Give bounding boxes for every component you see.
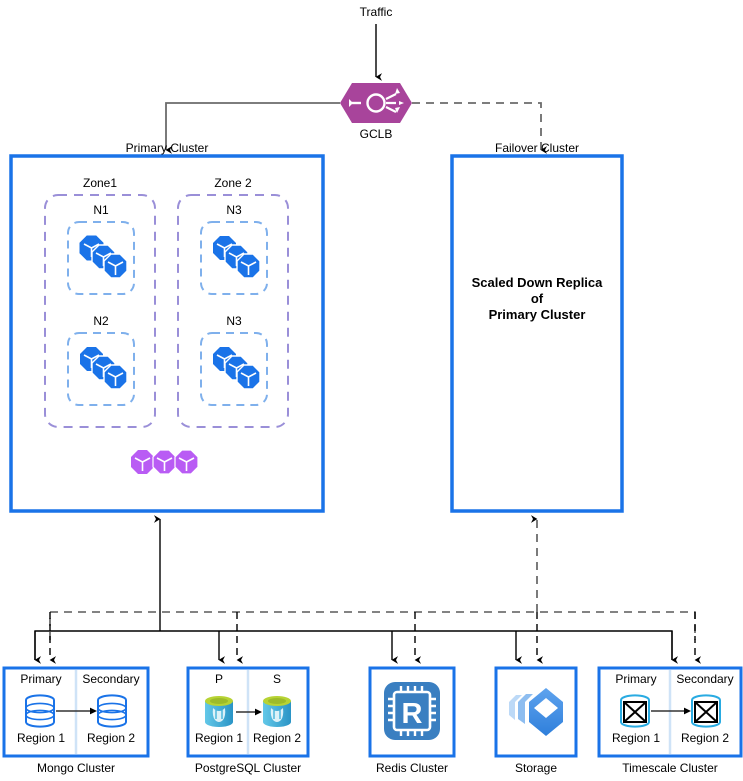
- failover-body-line1: Scaled Down Replica: [471, 275, 603, 290]
- mongo-secondary-role: Secondary: [82, 672, 140, 686]
- timescale-secondary-role: Secondary: [676, 672, 734, 686]
- gclb-label: GCLB: [359, 127, 393, 141]
- postgres-primary-region: Region 1: [194, 731, 244, 745]
- postgres-secondary-region: Region 2: [252, 731, 302, 745]
- redis-cluster-caption: Redis Cluster: [375, 761, 449, 775]
- timescale-secondary-region: Region 2: [680, 731, 730, 745]
- gclb-to-failover-link: [412, 102, 548, 154]
- node-box-n2: [67, 332, 135, 406]
- failover-body-line3: Primary Cluster: [488, 307, 586, 322]
- zone2-label: Zone 2: [214, 176, 252, 190]
- mongo-repl-head: [90, 707, 97, 715]
- mongodb-icon-secondary: [97, 694, 127, 728]
- zone1-label: Zone1: [82, 176, 118, 190]
- timescale-primary-region: Region 1: [611, 731, 661, 745]
- traffic-label: Traffic: [359, 5, 393, 19]
- storage-caption: Storage: [514, 761, 558, 775]
- mongodb-icon-primary: [25, 694, 55, 728]
- node-box-n3-b: [200, 332, 268, 406]
- zone1-box: [44, 194, 156, 428]
- node-box-n1: [67, 221, 135, 295]
- timescaledb-icon-secondary: [691, 694, 721, 728]
- postgres-secondary-role: S: [272, 672, 281, 686]
- storage-icon: [509, 688, 563, 736]
- failover-cluster-box: [450, 154, 624, 513]
- failover-cluster-label: Failover Cluster: [494, 141, 580, 155]
- postgresql-cluster-caption: PostgreSQL Cluster: [194, 761, 302, 775]
- postgresql-icon-secondary: [263, 696, 291, 727]
- postgresql-icon-primary: [205, 696, 233, 727]
- service-mesh-icon: [131, 449, 199, 475]
- failover-bus-line: [49, 611, 696, 640]
- pods-icon-n2: [80, 347, 128, 390]
- node-label-n3-a: N3: [226, 203, 242, 217]
- primary-cluster-label: Primary Cluster: [125, 141, 209, 155]
- node-label-n3-b: N3: [226, 314, 242, 328]
- pods-icon-n1: [79, 235, 128, 279]
- timescale-primary-role: Primary: [615, 672, 657, 686]
- node-label-n2: N2: [93, 314, 109, 328]
- mongo-primary-role: Primary: [20, 672, 62, 686]
- pods-icon-n3-a: [213, 236, 261, 279]
- node-label-n1: N1: [93, 203, 109, 217]
- postgres-repl-head: [255, 708, 262, 716]
- mongo-cluster-caption: Mongo Cluster: [36, 761, 116, 775]
- gclb-to-primary-link: [165, 102, 340, 154]
- redis-icon: R: [384, 682, 440, 740]
- mongo-primary-region: Region 1: [16, 731, 66, 745]
- failover-body-line2: of: [530, 291, 544, 306]
- svg-text:R: R: [402, 698, 423, 730]
- timescale-cluster-caption: Timescale Cluster: [622, 761, 718, 775]
- mongo-secondary-region: Region 2: [86, 731, 136, 745]
- node-box-n3-a: [200, 221, 268, 295]
- postgres-primary-role: P: [214, 672, 223, 686]
- pods-icon-n3-b: [213, 347, 261, 390]
- timescale-repl-head: [684, 707, 691, 715]
- timescaledb-icon-primary: [620, 694, 650, 728]
- primary-bus-line: [34, 630, 673, 660]
- zone2-box: [177, 194, 289, 428]
- gclb-icon: [340, 83, 412, 123]
